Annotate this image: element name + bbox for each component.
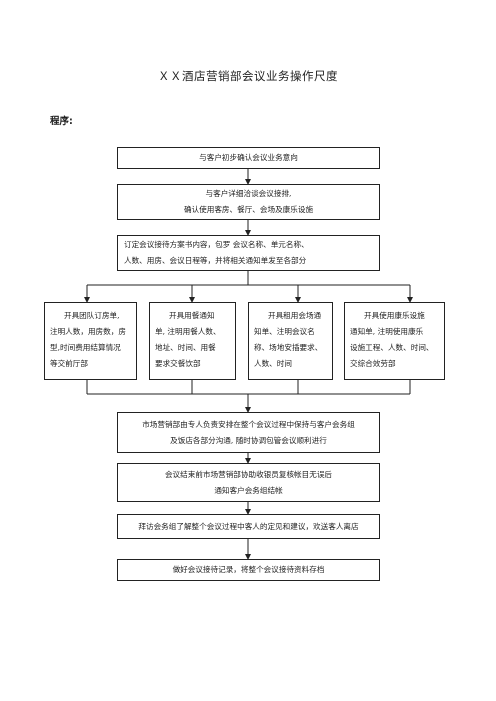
program-label: 程序: (50, 116, 73, 127)
branch-recreation-notice: 开具使用康乐设施 通知单, 注明使用康乐 设施工程、人数、时间、 交综合效劳部 (344, 302, 445, 380)
step-feedback-visit: 拜访会务组了解整个会议过程中客人的定见和建议，欢送客人离店 (117, 514, 380, 539)
step-coordination: 市场营销部由专人负责安排在整个会议过程中保持与客户会务组 及饭店各部分沟通, 随… (117, 412, 380, 453)
document-title: ＸＸ酒店营销部会议业务操作尺度 (158, 69, 338, 83)
branch-venue-notice: 开具租用会场通 知单、注明会议名 称、场地安插要求、 人数、时间 (248, 302, 333, 380)
branch-room-booking: 开具团队订房单, 注明人数，用房数，房 型,时间费用结算情况 等交前厅部 (44, 302, 137, 380)
step-detailed-negotiation: 与客户详细洽谈会议接排, 确认使用客房、餐厅、会场及康乐设施 (117, 184, 380, 220)
step-checkout: 会议结束前市场营销部协助收银员复核帐目无误后 通知客户会务组结帐 (117, 463, 380, 502)
step-initial-confirm: 与客户初步确认会议业务意向 (117, 147, 380, 169)
step-archive: 做好会议接待记录，将整个会议接待资料存档 (117, 559, 380, 581)
step-reception-plan: 订定会议接待方案书内容，包罗 会议名称、单元名称、 人数、用房、会议日程等，并将… (117, 235, 380, 271)
branch-dining-notice: 开具用餐通知 单, 注明用餐人数、 地址、时间、用餐 要求交餐饮部 (149, 302, 236, 380)
